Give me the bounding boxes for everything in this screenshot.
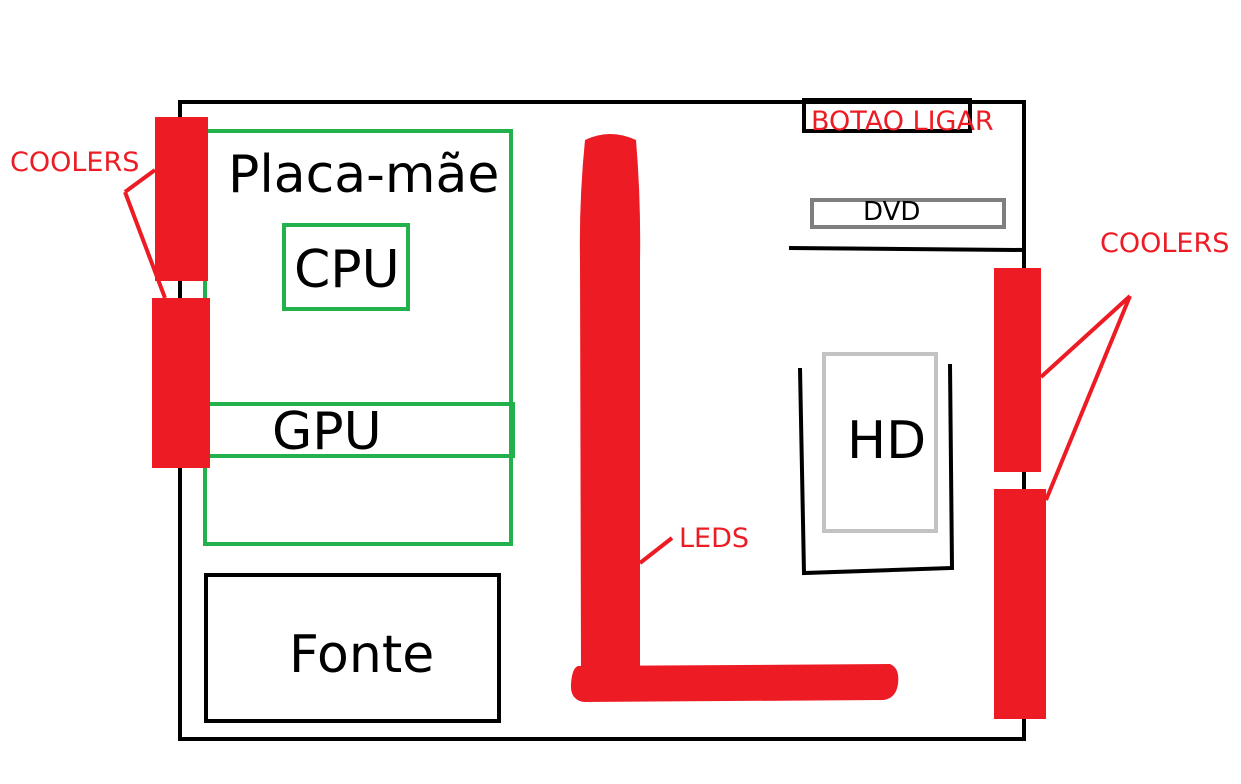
cooler-right-top [994,268,1041,472]
coolers-right-pointer-1 [1039,294,1132,379]
coolers-left-pointer-1 [123,168,157,194]
power-supply-label: Fonte [289,625,434,685]
dvd-drive-box [810,198,1006,229]
leds-pointer-line [638,536,674,565]
cooler-left-bottom [152,298,210,468]
cooler-right-bottom [994,489,1046,719]
leds-label: LEDS [679,523,749,554]
led-strip-horizontal [570,664,899,702]
coolers-right-pointer-2 [1044,295,1132,501]
hd-bay-bracket [798,363,955,576]
coolers-left-pointer-2 [123,191,167,299]
hd-drive-box [822,352,938,533]
dvd-label: DVD [863,197,920,227]
power-supply-box [204,573,501,723]
led-strip-vertical [579,134,641,672]
coolers-left-label: COOLERS [10,147,139,178]
hd-label: HD [847,411,926,471]
coolers-right-label: COOLERS [1100,228,1229,259]
cooler-left-top [155,117,208,281]
cpu-socket [282,223,410,311]
drive-bay-divider [788,246,1025,252]
motherboard-label: Placa-mãe [228,145,499,205]
power-button-box [802,98,972,133]
power-button-label: BOTAO LIGAR [811,106,994,137]
cpu-label: CPU [294,240,400,300]
gpu-label: GPU [272,402,382,462]
